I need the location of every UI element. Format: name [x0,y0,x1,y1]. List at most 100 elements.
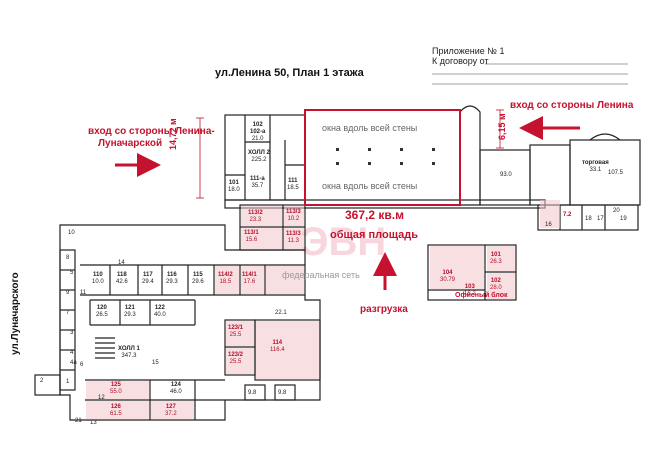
room-area: 37.2 [165,411,177,417]
small-room-number: 18 [585,216,592,222]
room-number: 117 [143,272,153,278]
room-area: 33.1 [589,167,602,173]
room-area: 35.7 [251,183,264,189]
room-area: 55.0 [110,389,122,395]
room-label: 9.8 [248,390,256,397]
room-area: 347.3 [121,353,137,359]
small-room-number: 17 [597,216,604,222]
room-number: 113/2 [248,210,263,216]
room-area: 46.0 [170,389,182,395]
small-room-number: 21 [75,418,82,424]
highlighted-rooms [86,200,560,419]
room-number: 118 [117,272,127,278]
room-number: 123/2 [228,352,244,358]
contract-label: К договору от [432,56,489,66]
room-number: 113/3 [286,231,301,237]
small-room-number: 12 [98,395,105,401]
room-number: ХОЛЛ 1 [118,346,140,352]
header-lines [432,63,628,85]
room-area: 116.4 [270,347,285,353]
small-room-number: 14 [118,260,125,266]
room-number: 114/2 [218,272,233,278]
room-number: торговая [582,160,609,166]
small-room-number: 2 [40,378,44,384]
dimension-right: 6,15 м [497,113,507,140]
room-area: 30.79 [440,277,456,283]
room-area: 26.3 [490,259,502,265]
small-room-number: 20 [613,208,620,214]
small-room-number: 19 [620,216,627,222]
room-number: 111-а [250,176,265,182]
area-caption: общая площадь [330,229,419,241]
room-area: 61.5 [110,411,122,417]
room-area: 16.2 [464,291,476,297]
room-sub-number: 102-а [250,129,266,135]
small-room-number: 1 [66,379,70,385]
small-room-number: 10 [68,230,75,236]
room-area: 17.6 [243,279,256,285]
small-room-number: 8 [66,255,70,261]
room-number: 123/1 [228,325,244,331]
room-number: 111 [288,178,298,184]
small-room-number: 4 [70,350,74,356]
small-room-number: 4а [70,360,77,366]
room-number: 114 [272,340,283,346]
room-area: 29.6 [192,279,204,285]
watermark-logo: ЭВН [300,220,386,264]
room-area: 10.0 [92,279,104,285]
room-number: 113/1 [244,230,259,236]
room-number: 104 [442,270,453,276]
entrance-left-label-2: Луначарской [98,138,163,149]
appendix-label: Приложение № 1 [432,46,505,56]
room-number: 126 [110,404,121,410]
room-number: 115 [193,272,203,278]
unloading-label: разгрузка [360,304,408,315]
room-sub-area: 21.0 [251,136,264,142]
room-number: 102 [252,122,263,128]
entrance-right-label: вход со стороны Ленина [510,100,634,111]
room-number: 116 [167,272,177,278]
area-value: 367,2 кв.м [345,208,404,222]
small-room-number: 9 [66,290,70,296]
room-area: 23.3 [249,217,262,223]
svg-text:ЭВН: ЭВН [300,220,386,264]
room-number: 101 [228,180,239,186]
room-number: 103 [464,284,475,290]
room-area: 18.5 [219,279,232,285]
small-room-number: 7 [66,310,70,316]
room-area: 11.3 [287,238,299,244]
room-area: 42.6 [116,279,128,285]
room-number: 113/3 [286,209,301,215]
room-area: 93.0 [500,172,512,178]
room-area: 29.4 [142,279,154,285]
small-room-number: 16 [545,222,552,228]
room-number: 120 [96,305,107,311]
room-number: 125 [110,382,121,388]
watermark-text: федеральная сеть [282,270,360,280]
small-room-number: 11 [80,290,87,296]
room-number: 127 [165,404,176,410]
rented-area-frame [304,109,461,206]
room-label: 22.1 [275,310,287,317]
